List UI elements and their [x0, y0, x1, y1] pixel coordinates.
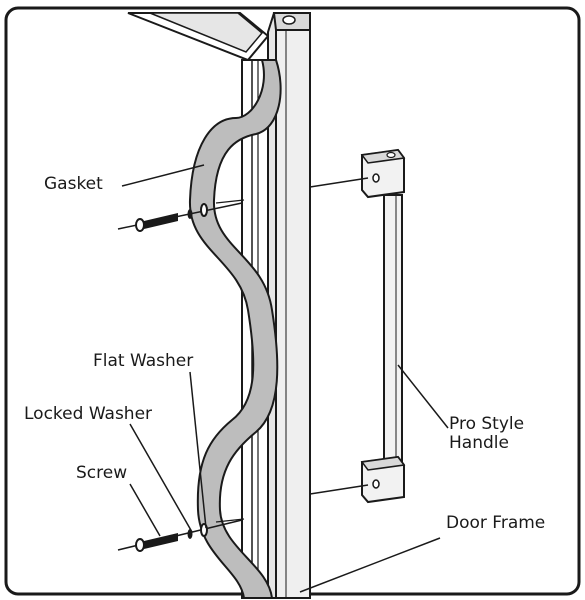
label-locked-washer: Locked Washer — [24, 404, 152, 424]
bottom-screw-shank — [144, 533, 178, 549]
label-gasket: Gasket — [44, 174, 103, 194]
top-mount-line — [310, 178, 368, 187]
leader-screw — [130, 484, 160, 536]
handle-bottom-screw-hole — [373, 480, 379, 488]
label-door-frame: Door Frame — [446, 513, 545, 533]
pro-style-handle — [362, 150, 404, 502]
door-top-inner-edge — [150, 13, 262, 52]
top-screw-shank — [144, 213, 178, 229]
door-frame-face — [276, 30, 310, 598]
handle-bar — [384, 195, 402, 462]
handle-top-mount-hole — [387, 153, 395, 158]
top-hole-line — [216, 200, 244, 203]
leader-handle — [398, 365, 448, 428]
top-locked-washer — [188, 209, 193, 219]
label-screw: Screw — [76, 463, 127, 483]
leader-door-frame — [300, 538, 440, 592]
label-handle-line1: Pro Style — [449, 415, 524, 434]
handle-top-screw-hole — [373, 174, 379, 182]
top-screw-head — [136, 219, 144, 231]
label-handle-line2: Handle — [449, 434, 524, 453]
top-screw-assembly — [118, 203, 242, 231]
leader-locked-washer — [130, 424, 192, 532]
bottom-mount-line — [310, 485, 368, 494]
label-pro-style-handle: Pro Style Handle — [449, 415, 524, 453]
door-frame-top-hole — [283, 16, 295, 24]
label-flat-washer: Flat Washer — [93, 351, 193, 371]
top-flat-washer — [201, 204, 207, 216]
bottom-screw-head — [136, 539, 144, 551]
